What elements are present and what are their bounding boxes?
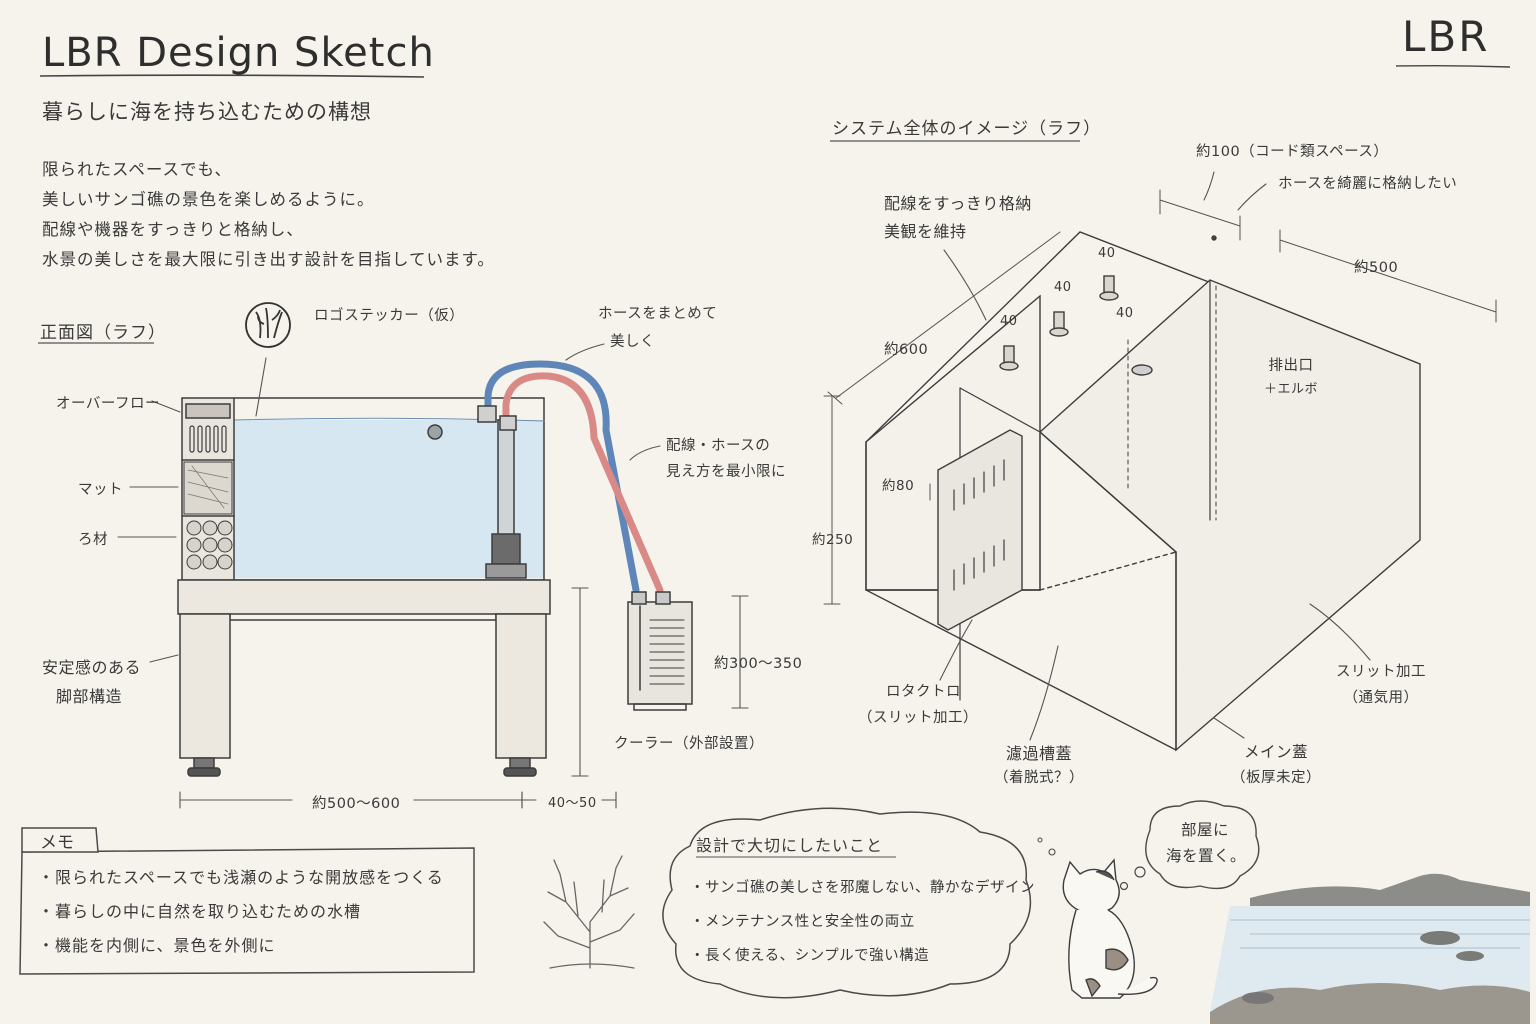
- principle-item-text: メンテナンス性と安全性の両立: [705, 914, 915, 930]
- hose-port: [1211, 235, 1217, 241]
- memo-title: メモ: [40, 833, 74, 853]
- principle-item-text: サンゴ礁の美しさを邪魔しない、静かなデザイン: [705, 880, 1035, 896]
- label-legs-1: 安定感のある: [42, 658, 142, 677]
- label-cooler: クーラー（外部設置）: [614, 736, 764, 752]
- intro-line: 限られたスペースでも、: [42, 160, 233, 179]
- memo-item-text: 限られたスペースでも浅瀬のような開放感をつくる: [55, 868, 444, 887]
- label-width: 約600: [884, 342, 929, 358]
- label-mat: マット: [78, 482, 123, 498]
- page-title: LBR Design Sketch: [42, 30, 435, 76]
- stand-top: [177, 579, 551, 615]
- principles-title: 設計で大切にしたいこと: [696, 836, 884, 855]
- label-gap: 40〜50: [548, 796, 597, 811]
- label-wiring-1: 配線・ホースの: [666, 438, 771, 454]
- label-wiring-2: 美観を維持: [884, 222, 967, 241]
- label-height: 約250: [812, 532, 854, 548]
- intro-line: 配線や機器をすっきりと格納し、: [42, 220, 304, 239]
- system-view-title: システム全体のイメージ（ラフ）: [832, 119, 1102, 139]
- title-underline: [39, 74, 425, 78]
- label-wiring-2: 見え方を最小限に: [666, 464, 786, 480]
- stand-leg-right: [495, 613, 547, 759]
- system-view-title-underline: [830, 140, 1080, 142]
- stand-leg-left: [179, 613, 231, 759]
- label-filter-lid-2: （着脱式？）: [994, 770, 1084, 786]
- memo-item-text: 暮らしの中に自然を取り込むための水槽: [55, 902, 362, 921]
- label-logo-sticker: ロゴステッカー（仮）: [314, 308, 465, 324]
- cat-icon: [1062, 858, 1158, 999]
- memo-item: ・機能を内側に、景色を外側に: [38, 936, 276, 955]
- cooler-vents: [649, 619, 685, 685]
- label-main-lid-2: （板厚未定）: [1231, 770, 1321, 786]
- label-logo-cutout-1: ロタクトロ: [886, 684, 961, 700]
- label-wiring-1: 配線をすっきり格納: [884, 194, 1032, 213]
- label-dim-40d: 40: [1000, 314, 1018, 329]
- memo-item: ・限られたスペースでも浅瀬のような開放感をつくる: [38, 868, 444, 887]
- principle-item: ・サンゴ礁の美しさを邪魔しない、静かなデザイン: [690, 880, 1035, 896]
- label-depth: 約500: [1354, 260, 1399, 276]
- filter-media: [186, 520, 233, 570]
- label-logo-cutout-2: （スリット加工）: [858, 710, 978, 726]
- label-cooler-size: 約300〜350: [714, 656, 803, 672]
- overflow-slits: [189, 425, 227, 453]
- sea-landscape-icon: [1210, 873, 1530, 1024]
- cat-bubble-line1: 部屋に: [1180, 821, 1229, 839]
- label-outlet-2: ＋エルボ: [1263, 382, 1318, 397]
- slit-panel: [937, 429, 1023, 631]
- label-hose-1: ホースをまとめて: [598, 306, 718, 322]
- label-filter-lid-1: 濾過槽蓋: [1005, 744, 1072, 763]
- intro-line: 水景の美しさを最大限に引き出す設計を目指しています。: [42, 250, 495, 269]
- principles-title-underline: [696, 856, 896, 858]
- warm-hose: [502, 372, 664, 594]
- overflow-logo-plate: [185, 403, 231, 419]
- coral-sketch-icon: [543, 855, 635, 969]
- drain-outlet: [1131, 364, 1153, 376]
- label-main-lid-1: メイン蓋: [1243, 743, 1308, 761]
- hose-fitting: [477, 405, 497, 423]
- principle-item-text: 長く使える、シンプルで強い構造: [705, 948, 930, 964]
- principle-item: ・長く使える、シンプルで強い構造: [690, 948, 930, 964]
- label-legs-2: 脚部構造: [56, 687, 123, 706]
- label-dim-40a: 40: [1098, 246, 1116, 261]
- memo-item-text: 機能を内側に、景色を外側に: [55, 936, 276, 955]
- front-view-title: 正面図（ラフ）: [40, 323, 166, 343]
- label-dim-40b: 40: [1054, 280, 1072, 295]
- page-subtitle: 暮らしに海を持ち込むための構想: [42, 100, 372, 124]
- intro-line: 美しいサンゴ礁の景色を楽しめるように。: [42, 190, 375, 209]
- label-outlet-1: 排出口: [1268, 358, 1314, 374]
- label-overflow: オーバーフロー: [56, 396, 160, 412]
- label-slit-2: （通気用）: [1343, 690, 1419, 706]
- memo-item: ・暮らしの中に自然を取り込むための水槽: [38, 902, 362, 921]
- label-slit-1: スリット加工: [1336, 664, 1426, 680]
- coral-logo-icon: [255, 307, 283, 339]
- front-view-title-underline: [38, 342, 154, 344]
- cat-bubble-line2: 海を置く。: [1165, 847, 1246, 865]
- label-dim-80: 約80: [882, 478, 915, 494]
- cold-hose: [484, 360, 640, 594]
- top-fittings: [999, 275, 1119, 371]
- label-media: ろ材: [78, 532, 108, 548]
- label-dim-40c: 40: [1116, 306, 1134, 321]
- slit-panel-slots: [953, 459, 1005, 591]
- label-width: 約500〜600: [312, 796, 401, 812]
- label-hose-2: 美しく: [610, 334, 655, 350]
- intro-text: 限られたスペースでも、 美しいサンゴ礁の景色を楽しめるように。 配線や機器をすっ…: [42, 155, 495, 275]
- label-cord-space: 約100（コード類スペース）: [1196, 144, 1389, 160]
- brand-logo: LBR: [1402, 12, 1490, 61]
- thought-bubble: [1145, 800, 1260, 890]
- logo-underline: [1395, 64, 1511, 68]
- tank-outlet-hole: [427, 424, 443, 440]
- label-hose-storage: ホースを綺麗に格納したい: [1278, 176, 1458, 192]
- principle-item: ・メンテナンス性と安全性の両立: [690, 914, 915, 930]
